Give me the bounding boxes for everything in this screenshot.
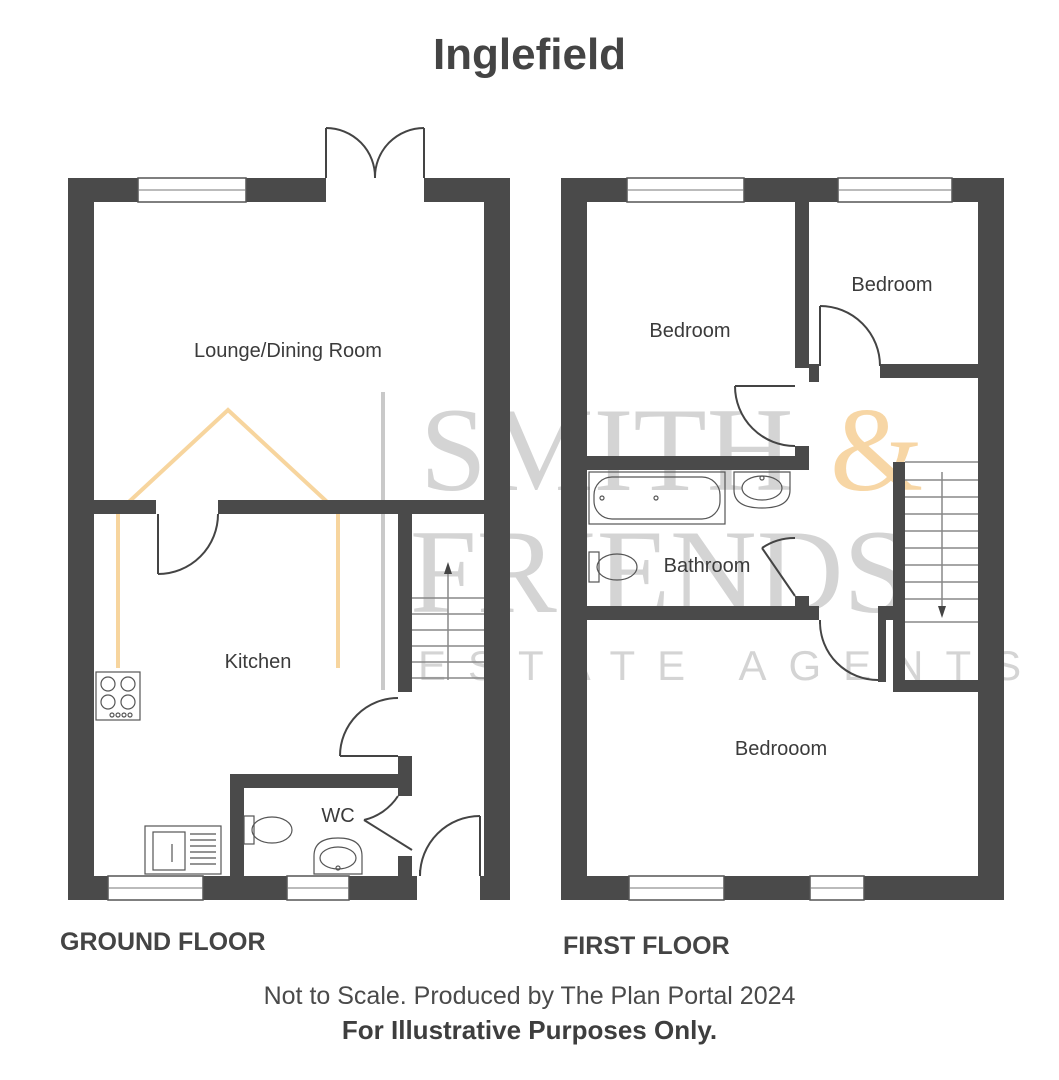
wc-basin-icon [313, 837, 363, 875]
ground-internal-walls [94, 500, 484, 876]
first-internal-walls [587, 202, 978, 692]
first-stairs [905, 461, 978, 623]
first-outer-walls [561, 178, 1004, 900]
first-floor-plan: Bedroom Bedroom Bathroom Bedrooom [561, 177, 1004, 901]
ground-stairs [412, 568, 484, 680]
plan-title: Inglefield [432, 30, 627, 79]
stairs-arrow-icon [444, 562, 452, 574]
footer-illustrative: For Illustrative Purposes Only. [341, 1015, 718, 1045]
wc-toilet-icon [243, 815, 293, 845]
ground-windows [107, 177, 350, 901]
room-label-kitchen: Kitchen [225, 651, 292, 673]
ground-outer-walls [68, 178, 510, 900]
room-label-bathroom: Bathroom [664, 555, 751, 577]
ground-floor-plan: Lounge/Dining Room Kitchen WC [68, 127, 510, 901]
first-floor-label: FIRST FLOOR [563, 932, 730, 960]
first-stairs-arrow-icon [938, 606, 946, 618]
room-label-bedroom-left: Bedroom [649, 320, 730, 342]
watermark-line1: SMITH [420, 383, 793, 516]
first-doors [734, 305, 881, 681]
room-label-bedroom-large: Bedrooom [735, 738, 827, 760]
room-label-bedroom-right: Bedroom [851, 274, 932, 296]
watermark-house-outline [116, 407, 340, 668]
french-doors [325, 127, 425, 179]
kitchen-sink-icon [144, 825, 222, 875]
watermark-amp: & [830, 383, 923, 516]
bathroom-basin-icon [733, 471, 791, 509]
hob-icon [95, 671, 141, 721]
room-label-lounge: Lounge/Dining Room [194, 340, 382, 362]
footer-disclaimer: Not to Scale. Produced by The Plan Porta… [263, 982, 796, 1010]
bathroom-toilet-icon [588, 551, 638, 583]
ground-floor-label: GROUND FLOOR [60, 928, 266, 956]
ground-doors [157, 513, 481, 877]
bathtub-icon [588, 471, 726, 525]
room-label-wc: WC [321, 805, 354, 827]
